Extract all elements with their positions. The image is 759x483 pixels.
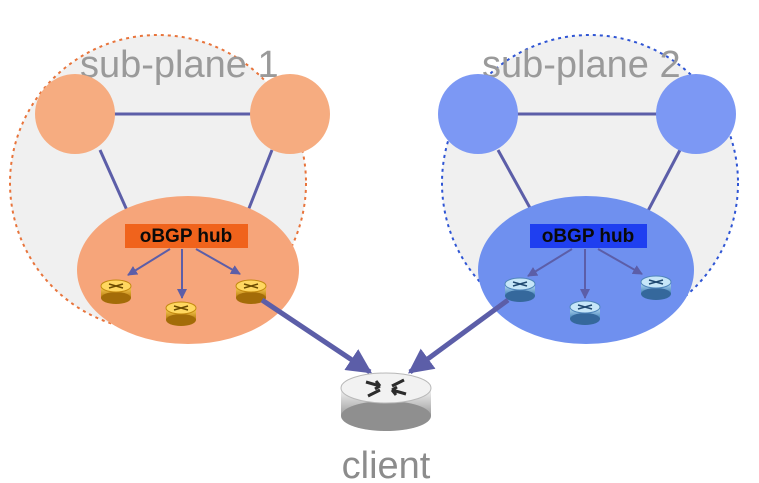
arrow-sub-plane-1-to-client: [260, 297, 373, 375]
hub-label: oBGP hub: [542, 226, 635, 247]
client-router-icon: [340, 372, 432, 431]
router-icon: [569, 300, 601, 325]
node-left: [438, 74, 518, 154]
router-icon: [235, 279, 267, 304]
hub-box: [125, 224, 248, 248]
hub-arrow-3: [597, 248, 643, 275]
node-right: [656, 74, 736, 154]
sub-plane-2-label: sub-plane 2: [482, 44, 681, 86]
node-right: [250, 74, 330, 154]
node-left: [35, 74, 115, 154]
router-icon: [165, 301, 197, 326]
hub-arrow-3: [195, 248, 241, 275]
arrow-sub-plane-2-to-client: [407, 297, 510, 375]
router-icon: [504, 277, 536, 302]
client-label: client: [342, 445, 431, 483]
sub-plane-1: sub-plane 1 oBGP hub: [9, 34, 330, 344]
sub-plane-1-label: sub-plane 1: [80, 44, 279, 86]
hub-arrow-1: [527, 248, 573, 277]
hub-arrow-1: [127, 248, 171, 276]
router-icon: [100, 279, 132, 304]
sub-plane-2: sub-plane 2 oBGP hub: [438, 34, 739, 344]
router-icon: [640, 275, 672, 300]
hub-label: oBGP hub: [140, 226, 233, 247]
hub-box: [530, 224, 647, 248]
